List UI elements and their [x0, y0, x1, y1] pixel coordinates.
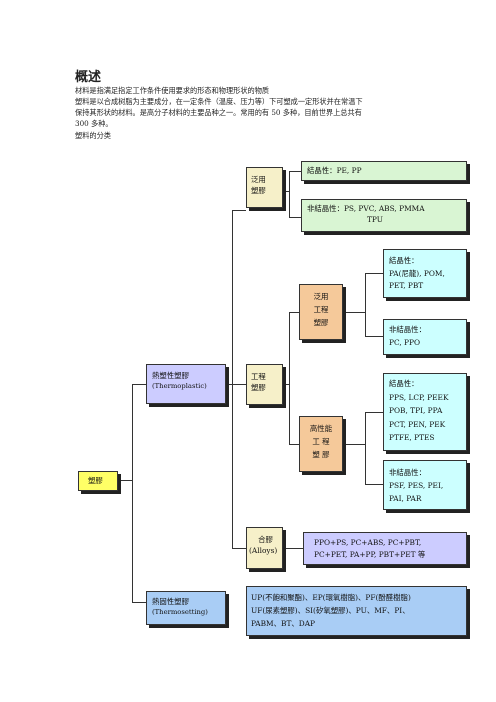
connector — [365, 412, 366, 484]
connector — [343, 444, 365, 445]
node-label: UF(尿素塑膠)、SI(矽氧塑膠)、PU、MF、PI、 — [251, 606, 410, 615]
node-label: 熱塑性塑膠 — [152, 371, 189, 380]
connector — [232, 548, 246, 549]
connector — [289, 312, 299, 313]
node-label: TPU — [367, 215, 384, 224]
connector — [289, 217, 301, 218]
node-label: PC, PPO — [389, 337, 421, 347]
connector — [289, 171, 290, 217]
node-label: 結晶性： — [389, 379, 419, 388]
connector — [118, 480, 132, 481]
ge-crystalline-box: 結晶性： PA(尼龍), POM, PET, PBT — [383, 249, 467, 298]
node-label: 結晶性：PE, PP — [307, 166, 362, 175]
general-amorphous-box: 非結晶性：PS, PVC, ABS, PMMA TPU — [301, 199, 467, 232]
node-label: PCT, PEN, PEK — [389, 419, 446, 429]
paragraph-line: 塑料的分类 — [75, 131, 111, 140]
paragraph-line: 300 多种。 — [75, 119, 113, 128]
node-label: 塑膠 — [88, 476, 103, 485]
node-label: 非結晶性： — [389, 325, 426, 334]
connector — [365, 412, 383, 413]
node-label: 高性能 — [309, 424, 333, 433]
node-label: 熱固性塑膠 — [152, 597, 189, 606]
node-label: UP(不飽和聚酯)、EP(環氧樹脂)、PF(酚醛樹脂) — [251, 593, 411, 602]
connector — [132, 384, 146, 385]
root-node: 塑膠 — [78, 471, 118, 491]
node-label: PPO+PS, PC+ABS, PC+PBT, — [314, 538, 422, 547]
node-label: PABM、BT、DAP — [251, 619, 316, 628]
connector — [283, 191, 289, 192]
ge-amorphous-box: 非結晶性： PC, PPO — [383, 319, 467, 355]
node-label: 非結晶性：PS, PVC, ABS, PMMA — [307, 204, 425, 213]
connector — [132, 602, 146, 603]
node-label: (Thermosetting) — [152, 608, 208, 616]
paragraph-line: 塑料是以合成树脂为主要成分，在一定条件（温度、压力等）下可塑成一定形状并在常温下 — [75, 97, 363, 106]
node-label: (Thermoplastic) — [152, 382, 207, 390]
connector — [289, 171, 301, 172]
paragraph-line: 保持其形状的材料。是高分子材料的主要品种之一。常用的有 50 多种，目前世界上总… — [75, 108, 362, 117]
connector — [232, 384, 246, 385]
node-label: PAI, PAR — [389, 494, 422, 503]
connector — [283, 384, 289, 385]
node-label: (Alloys) — [249, 546, 278, 555]
alloys-node: 合膠 (Alloys) — [246, 527, 283, 569]
general-crystalline-box: 結晶性：PE, PP — [301, 161, 467, 181]
connector — [289, 312, 290, 444]
thermoset-items-box: UP(不飽和聚酯)、EP(環氧樹脂)、PF(酚醛樹脂) UF(尿素塑膠)、SI(… — [246, 586, 467, 636]
connector — [365, 273, 366, 336]
node-label: 塑膠 — [251, 383, 266, 392]
node-label: 塑膠 — [251, 186, 266, 195]
connector — [232, 210, 233, 548]
thermoplastic-node: 熱塑性塑膠 (Thermoplastic) — [146, 364, 226, 404]
connector — [343, 312, 365, 313]
node-label: 泛用 — [251, 175, 266, 184]
paragraph-line: 材料是指满足指定工作条件使用要求的形态和物理形状的物质 — [75, 86, 270, 95]
thermosetting-node: 熱固性塑膠 (Thermosetting) — [146, 591, 226, 625]
connector — [232, 210, 246, 211]
node-label: 塑膠 — [313, 318, 329, 327]
node-label: 泛用 — [313, 292, 329, 301]
hp-crystalline-box: 結晶性： PPS, LCP, PEEK POB, TPI, PPA PCT, P… — [383, 373, 467, 451]
node-label: 工程 — [251, 372, 266, 381]
connector — [365, 336, 383, 337]
general-plastics-node: 泛用 塑膠 — [246, 167, 283, 208]
node-label: 工 程 — [312, 437, 330, 446]
node-label: PA(尼龍), POM, — [389, 268, 445, 278]
node-label: POB, TPI, PPA — [389, 406, 443, 415]
node-label: PPS, LCP, PEEK — [389, 392, 449, 402]
general-engineering-node: 泛用 工程 塑膠 — [299, 284, 343, 340]
page-title: 概述 — [75, 70, 102, 85]
node-label: PSF, PES, PEI, — [389, 481, 444, 490]
hp-amorphous-box: 非結晶性： PSF, PES, PEI, PAI, PAR — [383, 460, 467, 510]
engineering-plastics-node: 工程 塑膠 — [246, 364, 283, 405]
connector — [365, 273, 383, 274]
alloys-items-box: PPO+PS, PC+ABS, PC+PBT, PC+PET, PA+PP, P… — [303, 532, 467, 565]
node-label: 結晶性： — [389, 256, 419, 265]
node-label: PC+PET, PA+PP, PBT+PET 等 — [314, 550, 426, 559]
node-label: PET, PBT — [389, 281, 424, 290]
connector — [283, 548, 303, 549]
node-label: 合膠 — [258, 535, 273, 544]
connector — [132, 384, 133, 602]
node-label: 工程 — [313, 305, 329, 314]
node-label: PTFE, PTES — [389, 433, 435, 442]
connector — [289, 444, 299, 445]
node-label: 非結晶性： — [389, 468, 426, 477]
node-label: 塑 膠 — [312, 450, 330, 459]
connector — [365, 484, 383, 485]
high-performance-node: 高性能 工 程 塑 膠 — [299, 416, 343, 472]
connector — [226, 384, 232, 385]
